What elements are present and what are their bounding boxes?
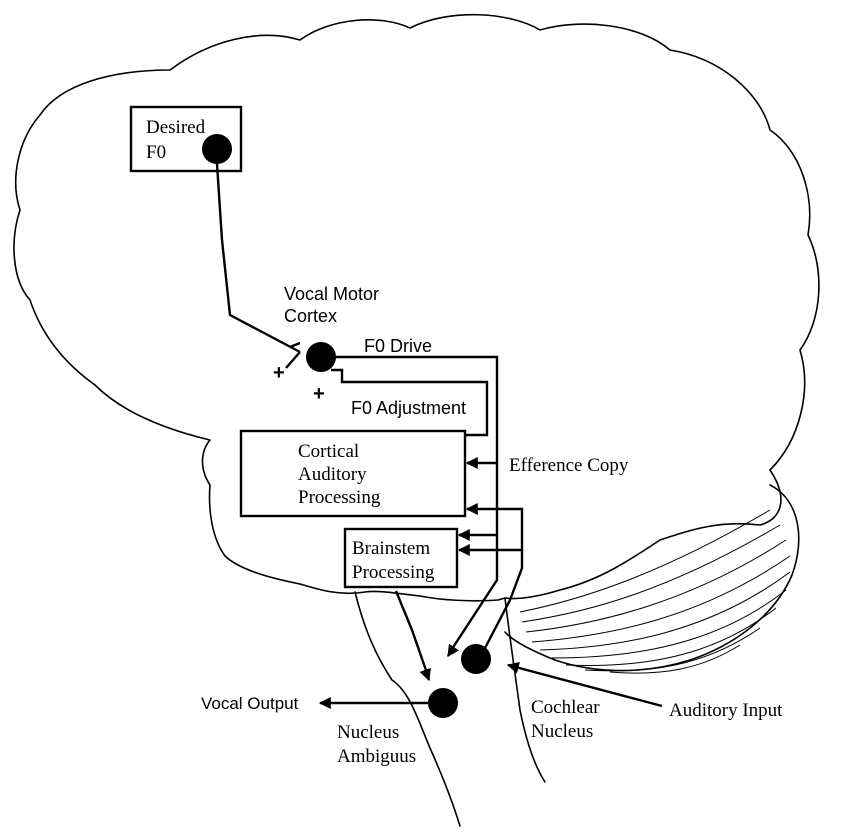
auditory-ascending-pathway xyxy=(467,507,524,651)
brainstem-right-edge xyxy=(504,597,546,783)
nucleus-ambiguus-label-line1: Nucleus xyxy=(337,722,399,743)
cochlear-nucleus-label-line1: Cochlear xyxy=(531,697,600,718)
desired-f0-label-line2: F0 xyxy=(146,142,166,163)
vocal-motor-cortex-label-line1: Vocal Motor xyxy=(284,284,379,304)
cortical-auditory-label-line2: Auditory xyxy=(298,464,367,485)
plus-sign-lower: + xyxy=(313,383,325,405)
plus-sign-upper: + xyxy=(273,362,285,384)
nucleus-ambiguus-neuron xyxy=(428,688,458,718)
cortical-auditory-label-line1: Cortical xyxy=(298,441,359,462)
desired-f0-neuron xyxy=(202,134,232,164)
brainstem-processing-label-line1: Brainstem xyxy=(352,538,430,559)
auditory-input-label: Auditory Input xyxy=(669,700,783,721)
vocal-motor-cortex-label-line2: Cortex xyxy=(284,306,337,326)
cochlear-nucleus-label-line2: Nucleus xyxy=(531,721,593,742)
cerebellum-outline xyxy=(504,484,800,672)
cortical-auditory-label-line3: Processing xyxy=(298,487,381,508)
cochlear-nucleus-neuron xyxy=(461,644,491,674)
brain-outline xyxy=(13,13,820,602)
desired-f0-label-line1: Desired xyxy=(146,117,206,138)
excitatory-synapse-upper xyxy=(285,341,301,369)
cortical-auditory-box xyxy=(239,429,467,518)
brainstem-left-edge xyxy=(354,591,461,827)
brainstem-to-ambiguus-arrowhead xyxy=(419,667,431,682)
cerebellum-folia xyxy=(519,509,791,674)
desired-f0-pathway xyxy=(215,163,301,354)
efference-copy-label: Efference Copy xyxy=(509,455,629,476)
f0-drive-arrowhead xyxy=(447,643,459,657)
f0-drive-pathway xyxy=(336,355,499,653)
f0-adjustment-pathway xyxy=(331,368,489,437)
vocal-motor-cortex-neuron xyxy=(306,342,336,372)
nucleus-ambiguus-label-line2: Ambiguus xyxy=(337,746,416,767)
auditory-input-arrow xyxy=(506,661,663,708)
brainstem-processing-label-line2: Processing xyxy=(352,562,435,583)
f0-adjustment-label: F0 Adjustment xyxy=(351,398,466,418)
vocal-output-label: Vocal Output xyxy=(201,694,299,713)
brainstem-to-ambiguus-pathway xyxy=(394,590,430,677)
f0-drive-label: F0 Drive xyxy=(364,336,432,356)
brainstem-processing-box xyxy=(343,527,459,589)
